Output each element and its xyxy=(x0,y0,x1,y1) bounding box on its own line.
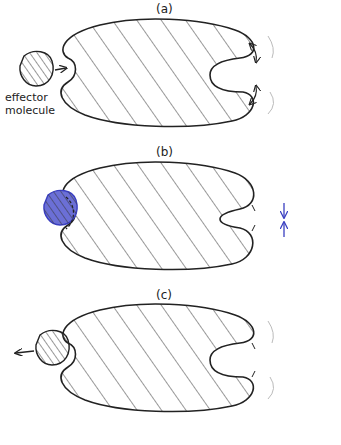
binding-arrow xyxy=(55,68,66,70)
panel-label: (c) xyxy=(156,289,172,303)
effector-molecule xyxy=(20,51,53,86)
motion-arrow xyxy=(250,44,256,62)
panel-label: (a) xyxy=(156,3,173,17)
motion-arrow xyxy=(250,86,256,104)
panel-label: (b) xyxy=(156,146,173,160)
enzyme-released xyxy=(16,304,274,412)
enzyme-closed xyxy=(44,162,284,270)
motion-lines xyxy=(268,36,274,114)
enzyme-open xyxy=(61,19,254,127)
callout-label: effector molecule xyxy=(5,92,67,117)
